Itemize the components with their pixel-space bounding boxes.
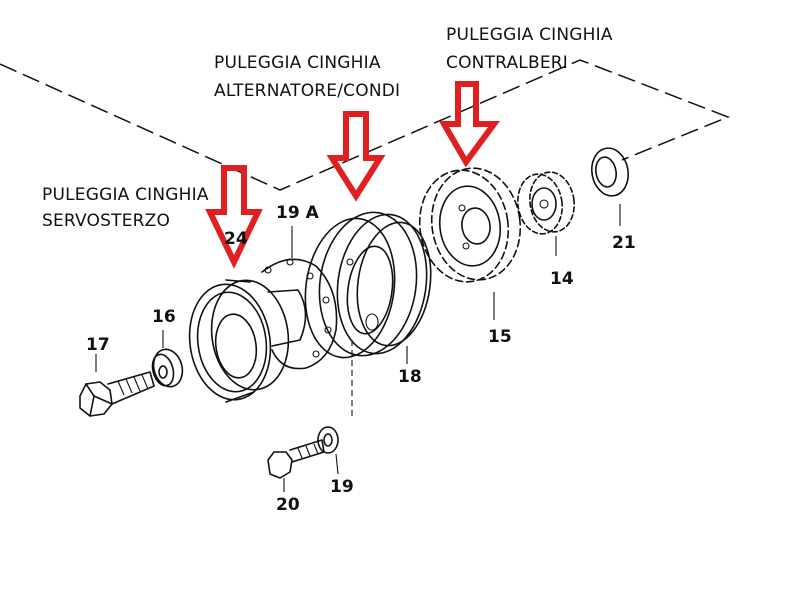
red-arrow-alternatore bbox=[326, 111, 386, 202]
bolt-17 bbox=[79, 354, 155, 417]
part-number-19a: 19 A bbox=[276, 203, 320, 223]
sprocket-15-contralberi bbox=[418, 167, 522, 320]
red-arrow-servosterzo bbox=[205, 165, 263, 269]
pulley-24-servosterzo bbox=[188, 279, 307, 403]
label-contralberi-line2: CONTRALBERI bbox=[446, 53, 568, 73]
part-number-21: 21 bbox=[612, 233, 636, 253]
pulley-18-alternatore bbox=[304, 211, 432, 420]
label-alternatore-line2: ALTERNATORE/CONDI bbox=[214, 81, 400, 101]
part-number-16: 16 bbox=[152, 307, 176, 327]
part-number-18: 18 bbox=[398, 367, 422, 387]
part-number-19: 19 bbox=[330, 477, 354, 497]
part-number-14: 14 bbox=[550, 269, 574, 289]
washer-16 bbox=[151, 330, 184, 388]
bolt-20 bbox=[267, 439, 325, 492]
label-servosterzo-line2: SERVOSTERZO bbox=[42, 211, 170, 231]
part-number-20: 20 bbox=[276, 495, 300, 515]
part-number-24: 24 bbox=[224, 229, 248, 249]
seal-ring-21 bbox=[590, 147, 630, 226]
part-number-15: 15 bbox=[488, 327, 512, 347]
label-servosterzo-line1: PULEGGIA CINGHIA bbox=[42, 185, 209, 205]
engine-outline-dashed bbox=[0, 59, 731, 191]
part-number-17: 17 bbox=[86, 335, 110, 355]
sprocket-14 bbox=[517, 171, 575, 256]
washer-19 bbox=[317, 426, 339, 475]
flange-plate-19a bbox=[261, 226, 338, 370]
label-alternatore-line1: PULEGGIA CINGHIA bbox=[214, 53, 381, 73]
label-contralberi-line1: PULEGGIA CINGHIA bbox=[446, 25, 613, 45]
red-arrow-contralberi bbox=[438, 81, 500, 168]
